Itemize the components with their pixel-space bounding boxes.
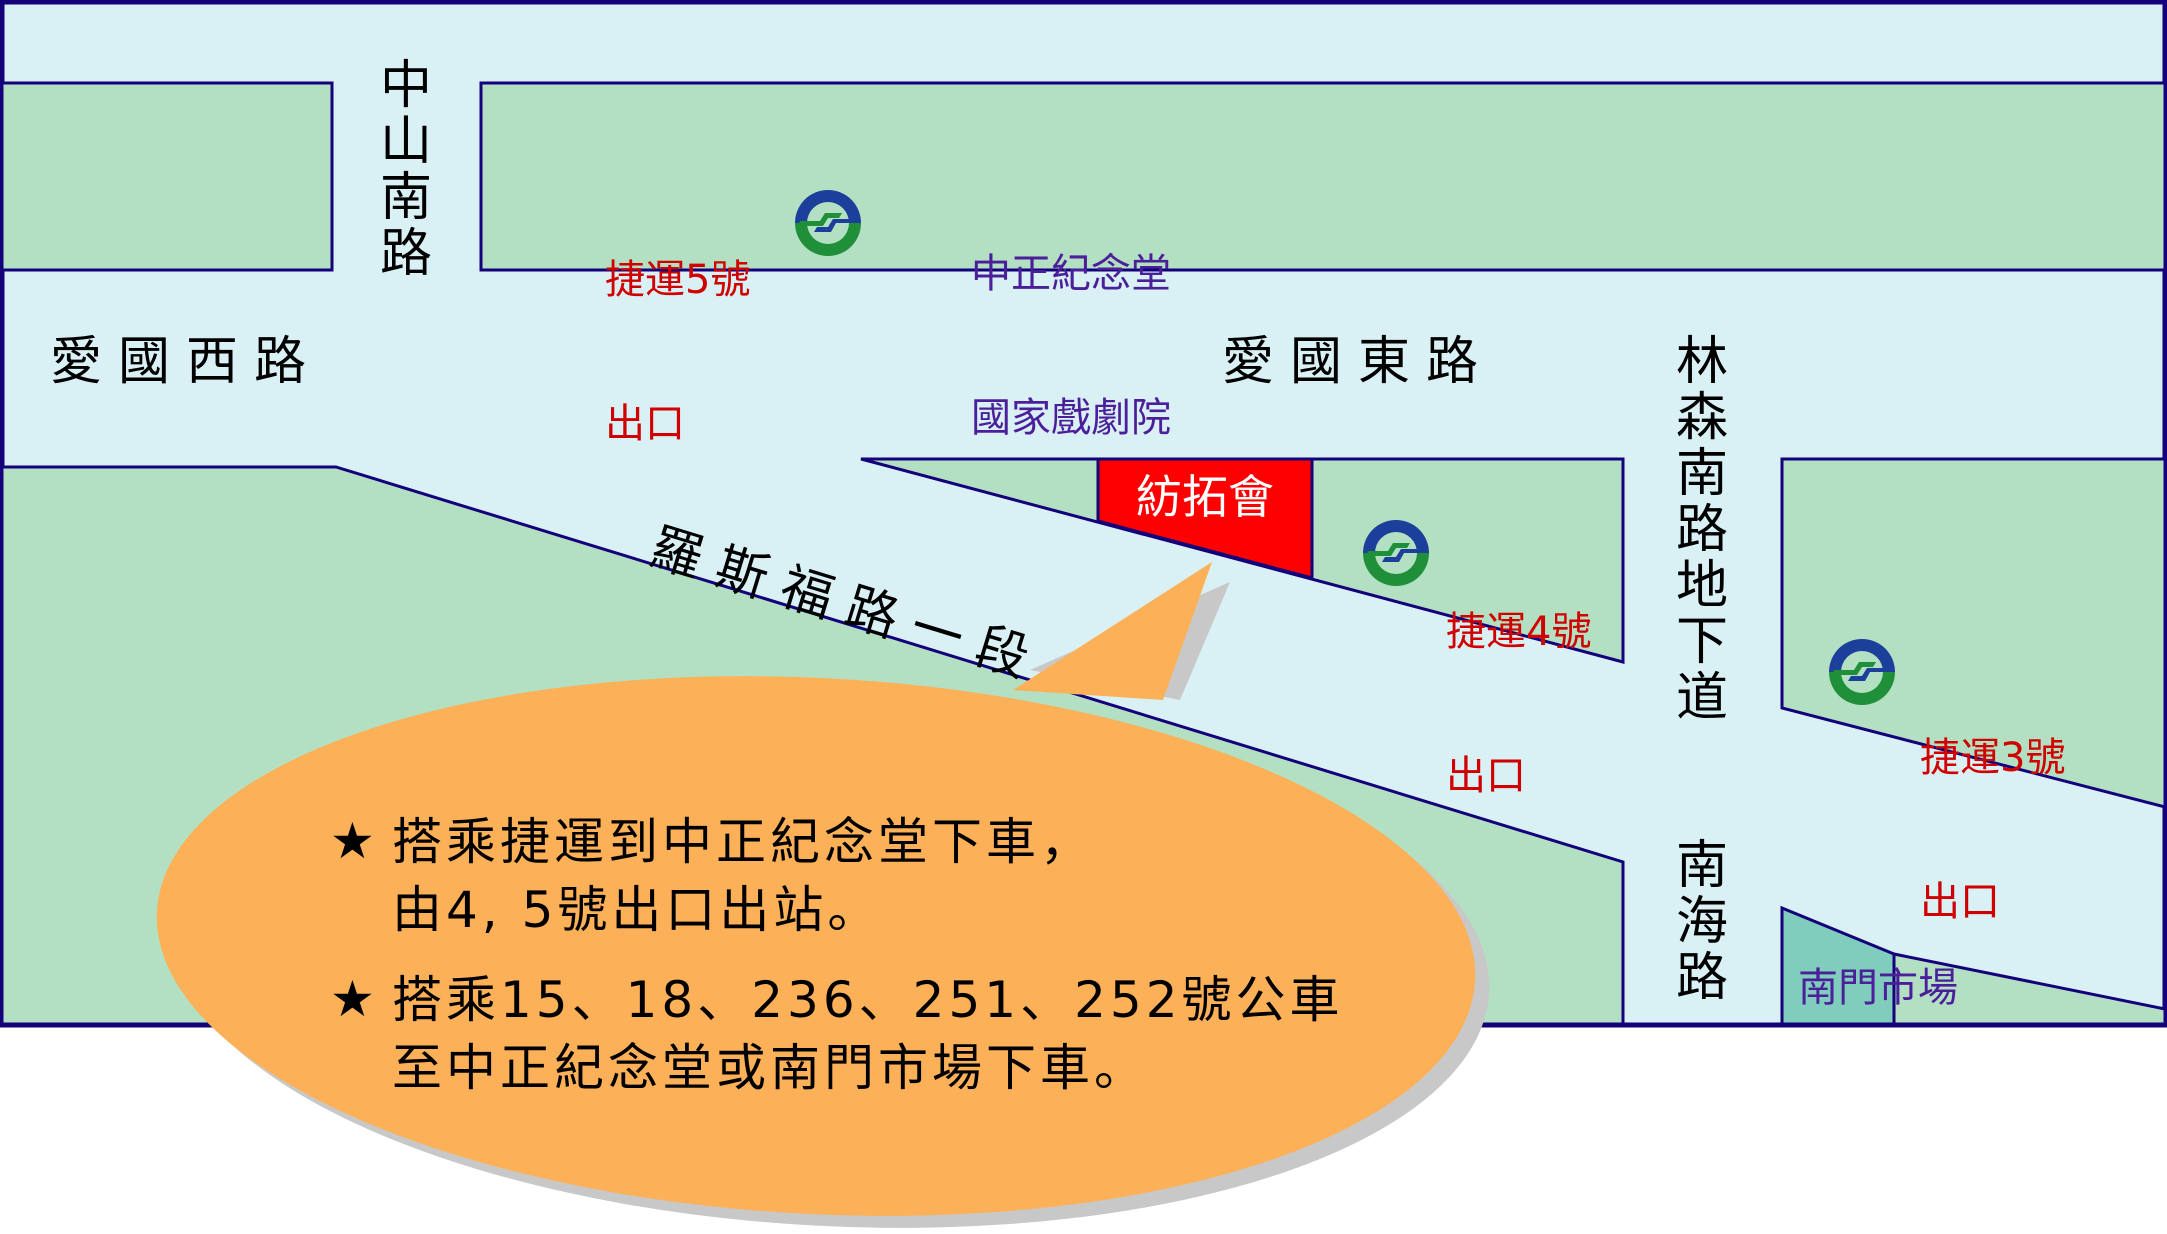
taitra-building bbox=[1096, 457, 1314, 580]
mrt-exit-5-line1: 捷運5號 bbox=[605, 257, 751, 303]
star-icon: ★ bbox=[330, 812, 375, 870]
road-label-nanhai: 南海路 bbox=[1675, 836, 1728, 1008]
road-label-aiguo-east: 愛國東路 bbox=[1222, 332, 1495, 392]
mrt-exit-4-line2: 出口 bbox=[1446, 753, 1526, 799]
direction-mrt-line2: 由4, 5號出口出站。 bbox=[392, 881, 882, 939]
mrt-logo-icon bbox=[1829, 639, 1895, 705]
mrt-exit-4-label: 捷運4號 出口 bbox=[1446, 512, 1591, 848]
nanmen-market-label: 南門市場 bbox=[1798, 965, 1958, 1011]
road-label-zhongshan-south: 中山南路 bbox=[379, 56, 432, 284]
mrt-exit-4-line1: 捷運4號 bbox=[1446, 609, 1592, 655]
mrt-logo-icon bbox=[795, 190, 861, 256]
block-east bbox=[1780, 457, 2167, 809]
star-icon: ★ bbox=[330, 970, 375, 1028]
mrt-exit-3-label: 捷運3號 出口 bbox=[1920, 638, 2065, 974]
cks-memorial-label: 中正紀念堂 國家戲劇院 bbox=[971, 154, 1171, 490]
direction-item-mrt: ★ 搭乘捷運到中正紀念堂下車， 由4, 5號出口出站。 bbox=[330, 808, 1344, 944]
direction-bus-line2: 至中正紀念堂或南門市場下車。 bbox=[392, 1039, 1148, 1097]
national-theater-line2: 國家戲劇院 bbox=[971, 395, 1171, 441]
speech-bubble bbox=[156, 562, 1476, 1216]
mrt-logo-icon bbox=[1363, 520, 1429, 586]
block-north-cks bbox=[479, 81, 2167, 272]
block-northwest bbox=[0, 81, 334, 272]
road-label-aiguo-west: 愛國西路 bbox=[50, 332, 323, 392]
direction-bus-line1: 搭乘15、18、236、251、252號公車 bbox=[392, 971, 1344, 1029]
taitra-label: 紡拓會 bbox=[1136, 470, 1274, 524]
mrt-exit-5-line2: 出口 bbox=[605, 401, 685, 447]
road-label-linsen-south-underpass: 林森南路地下道 bbox=[1675, 332, 1728, 728]
direction-mrt-line1: 搭乘捷運到中正紀念堂下車， bbox=[392, 813, 1094, 871]
mrt-exit-3-line1: 捷運3號 bbox=[1920, 735, 2066, 781]
cks-memorial-line1: 中正紀念堂 bbox=[971, 251, 1171, 297]
mrt-exit-5-label: 捷運5號 出口 bbox=[605, 160, 750, 496]
mrt-exit-3-line2: 出口 bbox=[1920, 879, 2000, 925]
direction-item-bus: ★ 搭乘15、18、236、251、252號公車 至中正紀念堂或南門市場下車。 bbox=[330, 966, 1344, 1102]
directions-text: ★ 搭乘捷運到中正紀念堂下車， 由4, 5號出口出站。 ★ 搭乘15、18、23… bbox=[330, 808, 1344, 1124]
